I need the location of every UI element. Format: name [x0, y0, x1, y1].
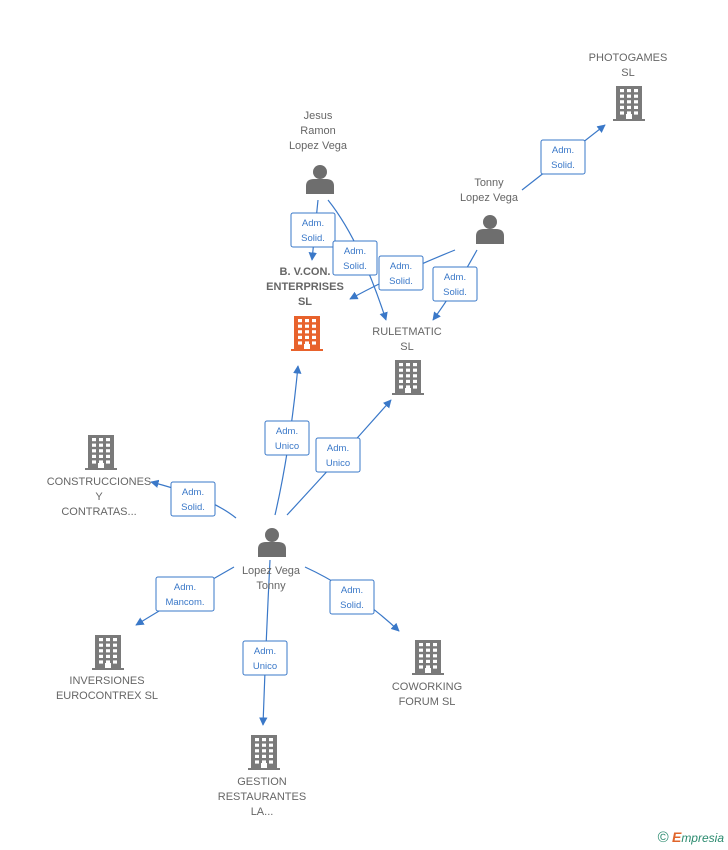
node-label: Ramon [300, 125, 335, 137]
edge-label-line: Solid. [343, 261, 367, 272]
node-label: RULETMATIC [372, 326, 442, 338]
edges-layer [135, 124, 606, 726]
node-ruletmatic[interactable]: RULETMATIC SL [372, 326, 442, 395]
edge-label-line: Adm. [276, 426, 298, 437]
edge-label-line: Unico [326, 458, 350, 469]
edge-label-box [332, 240, 378, 276]
node-label: Jesus [304, 110, 333, 122]
edge-label-line: Adm. [344, 246, 366, 257]
building-icon [85, 435, 117, 470]
brand-initial: E [671, 829, 682, 845]
building-icon [392, 360, 424, 395]
person-icon [306, 165, 334, 194]
node-label: Lopez Vega [242, 565, 301, 577]
node-label: PHOTOGAMES [589, 52, 668, 64]
edge-label-box [315, 437, 361, 473]
edge-label-line: Adm. [302, 218, 324, 229]
building-icon [248, 735, 280, 770]
node-label: FORUM SL [399, 696, 456, 708]
edge-label-line: Adm. [552, 145, 574, 156]
edge-label: Adm. Solid. [329, 579, 375, 615]
edge-label-line: Solid. [551, 160, 575, 171]
node-label: SL [621, 67, 634, 79]
node-label: EUROCONTREX SL [56, 690, 158, 702]
edge-label-line: Solid. [443, 287, 467, 298]
node-label: LA... [251, 806, 274, 818]
edge-label-line: Solid. [301, 233, 325, 244]
node-label: SL [400, 341, 413, 353]
edge-label-box [290, 212, 336, 248]
person-icon [476, 215, 504, 244]
edge-label-line: Adm. [390, 261, 412, 272]
node-label: B. V.CON. [280, 266, 331, 278]
node-label: Tonny [256, 580, 286, 592]
edge-label: Adm. Solid. [378, 255, 424, 291]
node-label: Lopez Vega [460, 192, 519, 204]
edge-label: Adm. Solid. [432, 266, 478, 302]
node-label: CONTRATAS... [61, 506, 136, 518]
edge-label: Adm. Solid. [290, 212, 336, 248]
node-label: Lopez Vega [289, 140, 348, 152]
edge-label-line: Unico [275, 441, 299, 452]
edge-label: Adm. Unico [242, 640, 288, 676]
node-label: Tonny [474, 177, 504, 189]
edge-label: Adm. Solid. [332, 240, 378, 276]
edge-label: Adm. Solid. [170, 481, 216, 517]
edge-label: Adm. Unico [264, 420, 310, 456]
edge-label-box [170, 481, 216, 517]
edge-label-line: Solid. [181, 502, 205, 513]
edge-label-box [264, 420, 310, 456]
building-icon [291, 316, 323, 351]
edge-labels-layer: Adm. Solid. Adm. Solid. Adm. Solid. Adm. Solid.… [155, 139, 586, 676]
node-bvcon[interactable]: B. V.CON. ENTERPRISES SL [266, 266, 344, 351]
building-icon [613, 86, 645, 121]
edge-label-box [378, 255, 424, 291]
edge-label-line: Solid. [340, 600, 364, 611]
edge-label: Adm. Unico [315, 437, 361, 473]
edge-label-line: Adm. [182, 487, 204, 498]
node-coworking[interactable]: COWORKING FORUM SL [392, 640, 462, 708]
node-label: SL [298, 296, 312, 308]
node-label: RESTAURANTES [218, 791, 306, 803]
node-label: GESTION [237, 776, 287, 788]
node-label: Y [95, 491, 103, 503]
edge-label-line: Mancom. [165, 597, 204, 608]
node-label: ENTERPRISES [266, 281, 344, 293]
node-label: CONSTRUCCIONES [47, 476, 152, 488]
edge-label-box [242, 640, 288, 676]
person-icon [258, 528, 286, 557]
node-label: INVERSIONES [69, 675, 144, 687]
edge-label-line: Unico [253, 661, 277, 672]
edge-label-box [540, 139, 586, 175]
copyright-symbol: © [657, 829, 669, 846]
edge-label-box [432, 266, 478, 302]
node-gestion[interactable]: GESTION RESTAURANTES LA... [218, 735, 306, 818]
edge-label-box [329, 579, 375, 615]
brand-name: mpresia [681, 831, 724, 845]
edge-label-line: Adm. [174, 582, 196, 593]
edge-label-line: Adm. [327, 443, 349, 454]
node-label: COWORKING [392, 681, 462, 693]
building-icon [92, 635, 124, 670]
edge-label-line: Adm. [444, 272, 466, 283]
edge-label: Adm. Mancom. [155, 576, 215, 612]
brand-logo: © Empresia [658, 829, 724, 846]
edge-label-line: Solid. [389, 276, 413, 287]
edge-label-box [155, 576, 215, 612]
edge-label-line: Adm. [254, 646, 276, 657]
node-inversiones[interactable]: INVERSIONES EUROCONTREX SL [56, 635, 158, 702]
edge-label-line: Adm. [341, 585, 363, 596]
node-construcciones[interactable]: CONSTRUCCIONES Y CONTRATAS... [47, 435, 152, 518]
edge-label: Adm. Solid. [540, 139, 586, 175]
node-photogames[interactable]: PHOTOGAMES SL [589, 52, 668, 121]
building-icon [412, 640, 444, 675]
